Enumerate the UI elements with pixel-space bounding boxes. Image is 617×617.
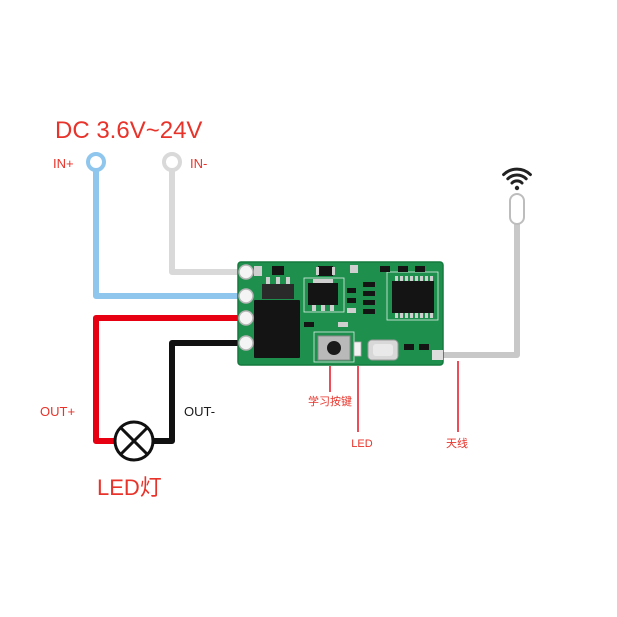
led-bulb-icon — [113, 420, 155, 462]
smd-part — [254, 266, 262, 276]
ic-pin — [430, 276, 433, 281]
ic-pin — [395, 276, 398, 281]
ring-terminal-icon — [162, 152, 182, 172]
smd-resistor — [347, 288, 356, 293]
smd-part — [419, 344, 429, 350]
led-label: LED — [351, 438, 372, 450]
load-label: LED灯 — [97, 475, 162, 500]
crystal-top — [373, 344, 393, 356]
output-positive-wire — [93, 315, 248, 444]
smd-resistor — [338, 322, 348, 327]
ic-pin — [405, 276, 408, 281]
smd-resistor — [363, 291, 375, 296]
input-negative-wire — [169, 171, 248, 275]
ic-pin — [405, 313, 408, 318]
ic-pin — [425, 313, 428, 318]
ic-pin — [420, 313, 423, 318]
smd-part — [404, 344, 414, 350]
output-negative-label: OUT- — [184, 404, 215, 419]
input-negative-label: IN- — [190, 156, 207, 171]
ic-pin — [395, 313, 398, 318]
smd-part — [316, 267, 319, 275]
smd-resistor — [304, 322, 314, 327]
smd-resistor — [347, 298, 356, 303]
input-positive-label: IN+ — [53, 156, 74, 171]
ic-pin — [410, 313, 413, 318]
smd-part — [380, 266, 390, 272]
ic-pin — [400, 276, 403, 281]
ring-terminal-icon — [86, 152, 106, 172]
pcb-module — [237, 261, 444, 366]
wifi-dot — [514, 185, 520, 191]
ic-pin — [425, 276, 428, 281]
antenna-tube — [509, 193, 525, 225]
ic-body — [392, 281, 434, 313]
pcb-learn-button — [317, 335, 351, 361]
pcb-led — [353, 341, 362, 357]
smd-resistor — [347, 308, 356, 313]
wifi-arc-large — [502, 167, 532, 177]
ic-pin — [410, 276, 413, 281]
regulator-lead — [330, 305, 334, 311]
smd-part — [398, 266, 408, 272]
pcb-terminal-pad — [238, 288, 254, 304]
transistor-lead — [286, 277, 290, 285]
transistor-lead — [276, 277, 280, 285]
wifi-arc-small — [510, 179, 524, 185]
learn-button-label: 学习按键 — [308, 394, 352, 408]
smd-resistor — [363, 309, 375, 314]
regulator-lead — [321, 305, 325, 311]
ic-pin — [430, 313, 433, 318]
pcb-terminal-pad — [238, 264, 254, 280]
antenna-wire — [443, 222, 520, 358]
output-positive-label: OUT+ — [40, 404, 75, 419]
pcb-silkscreen — [303, 277, 345, 313]
regulator-lead — [312, 305, 316, 311]
smd-part — [332, 267, 335, 275]
ic-pin — [415, 276, 418, 281]
pcb-decoder-ic — [392, 276, 434, 318]
regulator-body — [308, 283, 338, 305]
ic-pin — [415, 313, 418, 318]
pcb-silkscreen — [386, 271, 439, 321]
smd-resistor — [363, 282, 375, 287]
antenna-label: 天线 — [446, 436, 468, 450]
pcb-crystal — [367, 339, 399, 361]
transistor-body — [254, 300, 300, 358]
wifi-arc-medium — [506, 173, 528, 181]
transistor-cap — [262, 284, 294, 299]
smd-part — [272, 266, 284, 275]
ic-pin — [400, 313, 403, 318]
supply-voltage-title: DC 3.6V~24V — [55, 117, 202, 144]
pcb-terminal-pad — [238, 310, 254, 326]
transistor-lead — [266, 277, 270, 285]
smd-part — [318, 266, 333, 276]
pcb-power-transistor — [254, 277, 300, 358]
smd-part — [350, 265, 358, 273]
led-bulb-cross — [119, 426, 149, 456]
pcb-antenna-pad — [432, 350, 443, 360]
smd-resistor — [363, 300, 375, 305]
ic-pin — [420, 276, 423, 281]
pcb-terminal-pads — [238, 264, 254, 351]
wifi-icon — [502, 167, 532, 191]
input-positive-wire — [93, 171, 248, 299]
pcb-regulator — [308, 279, 338, 311]
learn-button-cap — [327, 341, 341, 355]
regulator-tab — [313, 279, 333, 284]
smd-part — [415, 266, 425, 272]
output-negative-wire — [153, 340, 248, 444]
pcb-terminal-pad — [238, 335, 254, 351]
